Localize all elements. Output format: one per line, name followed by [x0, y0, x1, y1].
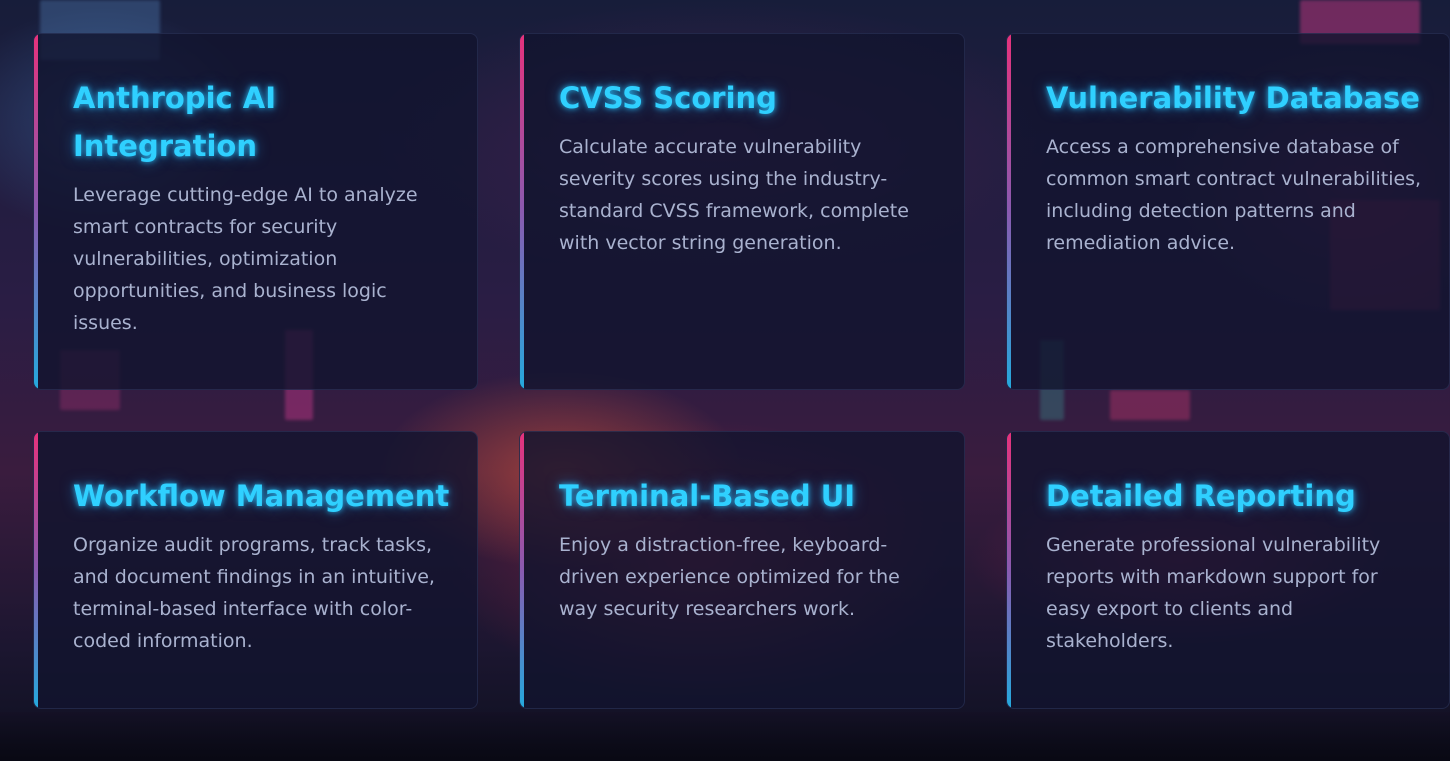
- card-title: Terminal-Based UI: [559, 479, 856, 513]
- feature-card-ai-integration: Anthropic AI Integration Leverage cuttin…: [33, 33, 478, 390]
- card-accent-bar: [34, 432, 38, 708]
- card-title: Vulnerability Database: [1046, 81, 1420, 115]
- card-description: Enjoy a distraction-free, keyboard-drive…: [559, 534, 900, 620]
- card-accent-bar: [520, 432, 524, 708]
- card-description: Leverage cutting-edge AI to analyze smar…: [73, 184, 418, 334]
- card-accent-bar: [1007, 432, 1011, 708]
- card-accent-bar: [1007, 34, 1011, 389]
- card-accent-bar: [520, 34, 524, 389]
- card-description: Calculate accurate vulnerability severit…: [559, 136, 909, 254]
- card-description: Generate professional vulnerability repo…: [1046, 534, 1381, 652]
- card-title: CVSS Scoring: [559, 81, 777, 115]
- feature-card-workflow-management: Workflow Management Organize audit progr…: [33, 431, 478, 709]
- feature-card-terminal-ui: Terminal-Based UI Enjoy a distraction-fr…: [519, 431, 965, 709]
- card-title: Workflow Management: [73, 479, 450, 513]
- feature-card-detailed-reporting: Detailed Reporting Generate professional…: [1006, 431, 1450, 709]
- card-accent-bar: [34, 34, 38, 389]
- card-description: Access a comprehensive database of commo…: [1046, 136, 1422, 254]
- feature-card-vulnerability-database: Vulnerability Database Access a comprehe…: [1006, 33, 1450, 390]
- card-description: Organize audit programs, track tasks, an…: [73, 534, 435, 652]
- card-title: Detailed Reporting: [1046, 479, 1356, 513]
- card-title: Anthropic AI Integration: [73, 81, 277, 163]
- feature-card-cvss-scoring: CVSS Scoring Calculate accurate vulnerab…: [519, 33, 965, 390]
